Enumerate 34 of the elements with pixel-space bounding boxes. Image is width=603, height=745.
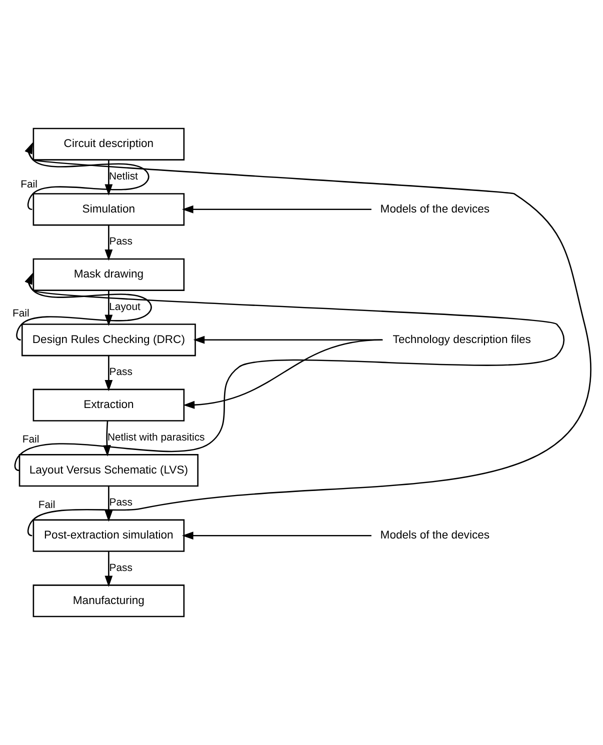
node-box: Design Rules Checking (DRC) [21,324,196,356]
node-box: Extraction [32,388,185,422]
arrow [16,272,564,471]
arrow [182,532,372,540]
node-box: Circuit description [32,128,185,160]
edge-label: Fail [38,500,56,512]
arrow [104,356,113,392]
edge-label: Pass [109,236,132,248]
edge-label: Fail [22,434,40,446]
arrow [193,336,383,344]
arrow [104,225,113,261]
node-text: Models of the devices [380,203,490,216]
arrow [104,160,113,196]
node-text: Technology description files [392,334,531,346]
node-box: Layout Versus Schematic (LVS) [18,454,199,487]
edge-label: Netlist with parasitics [107,432,205,444]
arrow [104,486,113,522]
edge-label: Netlist [108,171,138,182]
arrow [183,339,382,409]
arrow [104,290,113,326]
edge-label: Fail [20,179,38,190]
node-text: Models of the devices [380,530,490,542]
arrow [24,142,591,536]
edge-label: Pass [109,367,132,378]
node-box: Mask drawing [32,258,185,291]
edge-label: Pass [109,498,132,509]
arrow [104,552,113,588]
node-box: Manufacturing [32,584,185,618]
edge-label: Pass [109,562,132,574]
edge-label: Layout [109,302,140,313]
edge-label: Fail [12,308,30,320]
node-box: Simulation [32,193,185,226]
arrow [182,205,372,214]
node-box: Post-extraction simulation [32,519,185,552]
